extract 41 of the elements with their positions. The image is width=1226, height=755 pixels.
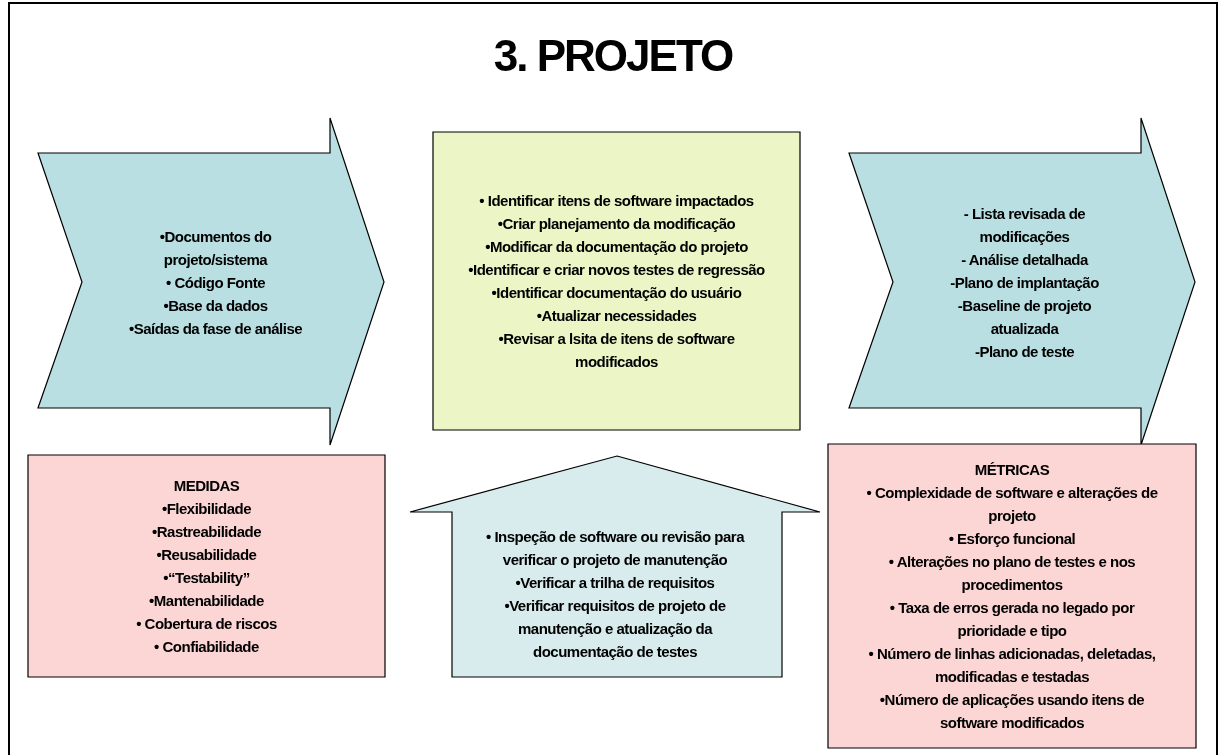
list-item: •“Testability”	[163, 568, 250, 588]
measures-box	[28, 455, 385, 677]
list-item: - Análise detalhada	[961, 249, 1088, 270]
list-item: •Saídas da fase de análise	[128, 318, 303, 339]
list-item: • Complexidade de software e alterações de projeto	[865, 483, 1159, 526]
list-item: -Baseline de projeto atualizada	[956, 295, 1093, 339]
list-item: • Identificar itens de software impactados	[479, 191, 754, 211]
list-item: • Alterações no plano de testes e nos procedimentos	[887, 552, 1137, 595]
list-item: •Verificar requisitos de projeto de manutenção e atualização da documentação de testes	[503, 596, 727, 662]
list-item: •Criar planejamento da modificação	[497, 214, 736, 234]
list-item: •Identificar documentação do usuário	[491, 283, 742, 303]
list-item: • Cobertura de riscos	[136, 614, 277, 634]
process-box	[433, 132, 800, 430]
output-chevron	[849, 118, 1195, 445]
list-item: • Número de linhas adicionadas, deletadas, modificadas e testadas	[867, 644, 1157, 687]
list-item: • Esforço funcional	[948, 529, 1076, 549]
list-item: •Revisar a lsita de itens de software modificados	[497, 329, 736, 372]
list-item: - Lista revisada de modificações	[962, 203, 1087, 247]
list-item: •Mantenabilidade	[149, 591, 264, 611]
controls-pentagon	[410, 456, 820, 677]
list-item: • Taxa de erros gerada no legado por prioridade e tipo	[888, 598, 1136, 641]
box-heading: MÉTRICAS	[974, 460, 1050, 480]
list-item: •Número de aplicações usando itens de software modificados	[878, 690, 1146, 733]
title: 3. PROJETO	[492, 30, 734, 82]
list-item: • Inspeção de software ou revisão para verificar o projeto de manutenção	[485, 527, 746, 570]
list-item: •Rastreabilidade	[152, 522, 261, 542]
list-item: •Reusabilidade	[156, 545, 257, 565]
input-chevron	[38, 118, 384, 445]
box-heading: MEDIDAS	[173, 476, 240, 496]
list-item: •Verificar a trilha de requisitos	[515, 573, 715, 593]
list-item: •Atualizar necessidades	[536, 306, 697, 326]
list-item: • Confiabilidade	[154, 637, 259, 657]
list-item: -Plano de implantação	[950, 272, 1099, 293]
list-item: •Modificar da documentação do projeto	[485, 237, 748, 257]
metrics-box	[828, 444, 1196, 748]
list-item: • Código Fonte	[165, 272, 266, 293]
list-item: •Documentos do projeto/sistema	[158, 226, 273, 270]
list-item: •Flexibilidade	[161, 499, 252, 519]
list-item: •Identificar e criar novos testes de regressão	[468, 260, 765, 280]
list-item: •Base da dados	[163, 295, 268, 316]
list-item: -Plano de teste	[974, 341, 1075, 362]
